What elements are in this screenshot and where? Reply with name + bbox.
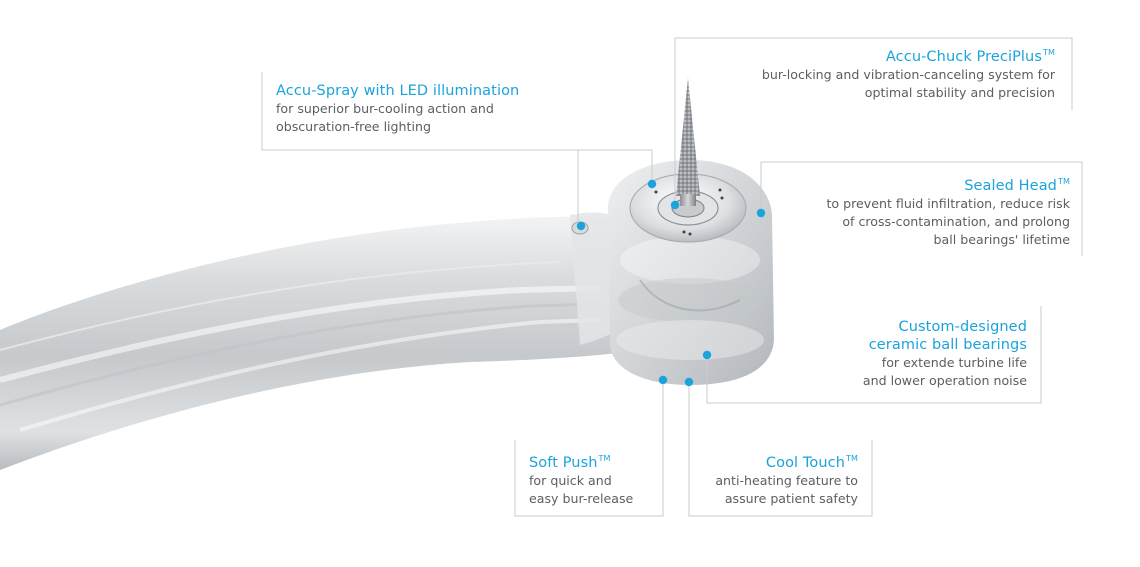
callout-accu-chuck: Accu-Chuck PreciPlusTM bur-locking and v… bbox=[720, 44, 1055, 102]
callout-title: Cool TouchTM bbox=[765, 454, 858, 471]
callout-desc-line1: for quick and bbox=[529, 473, 612, 488]
cyan-dot-icon bbox=[684, 377, 694, 387]
leader-lines bbox=[261, 37, 1083, 517]
callout-desc-line1: bur-locking and vibration-canceling syst… bbox=[761, 67, 1055, 82]
diamond-bur bbox=[676, 78, 700, 196]
callout-desc-line2: and lower operation noise bbox=[862, 373, 1027, 388]
handpiece-shaft bbox=[0, 216, 640, 470]
cyan-dot-icon bbox=[702, 350, 712, 360]
callout-desc-line2: obscuration-free lighting bbox=[276, 119, 431, 134]
callout-desc-line1: to prevent fluid infiltration, reduce ri… bbox=[826, 196, 1070, 211]
callout-title-line1: Custom-designed bbox=[898, 319, 1027, 335]
callout-desc-line1: anti-heating feature to bbox=[715, 473, 858, 488]
callout-desc-line2: assure patient safety bbox=[724, 491, 858, 506]
callout-sealed-head: Sealed HeadTM to prevent fluid infiltrat… bbox=[800, 173, 1070, 249]
callout-desc-line2: of cross-contamination, and prolong bbox=[842, 214, 1070, 229]
callout-title: Sealed HeadTM bbox=[964, 177, 1070, 194]
callout-desc-line3: ball bearings' lifetime bbox=[933, 232, 1070, 247]
trademark-mark: TM bbox=[846, 454, 858, 463]
callout-desc-line2: optimal stability and precision bbox=[864, 85, 1055, 100]
trademark-mark: TM bbox=[1043, 48, 1055, 57]
cyan-dot-icon bbox=[670, 200, 680, 210]
callout-desc-line1: for extende turbine life bbox=[881, 355, 1027, 370]
callout-accu-spray: Accu-Spray with LED illumination for sup… bbox=[276, 82, 576, 136]
trademark-mark: TM bbox=[1058, 177, 1070, 186]
callout-title: Soft PushTM bbox=[529, 454, 611, 471]
cyan-dot-icon bbox=[576, 221, 586, 231]
markers bbox=[576, 179, 766, 387]
callout-ceramic-bearings: Custom-designed ceramic ball bearings fo… bbox=[800, 318, 1027, 390]
cyan-dot-icon bbox=[756, 208, 766, 218]
cyan-dot-icon bbox=[658, 375, 668, 385]
callout-cool-touch: Cool TouchTM anti-heating feature to ass… bbox=[700, 450, 858, 508]
callout-desc-line2: easy bur-release bbox=[529, 491, 634, 506]
callout-title: Accu-Spray with LED illumination bbox=[276, 83, 520, 99]
callout-title: Accu-Chuck PreciPlusTM bbox=[885, 48, 1055, 65]
callout-soft-push: Soft PushTM for quick and easy bur-relea… bbox=[529, 450, 659, 508]
cyan-dot-icon bbox=[647, 179, 657, 189]
trademark-mark: TM bbox=[598, 454, 611, 463]
callout-title-line2: ceramic ball bearings bbox=[868, 337, 1027, 353]
callout-desc-line1: for superior bur-cooling action and bbox=[276, 101, 494, 116]
